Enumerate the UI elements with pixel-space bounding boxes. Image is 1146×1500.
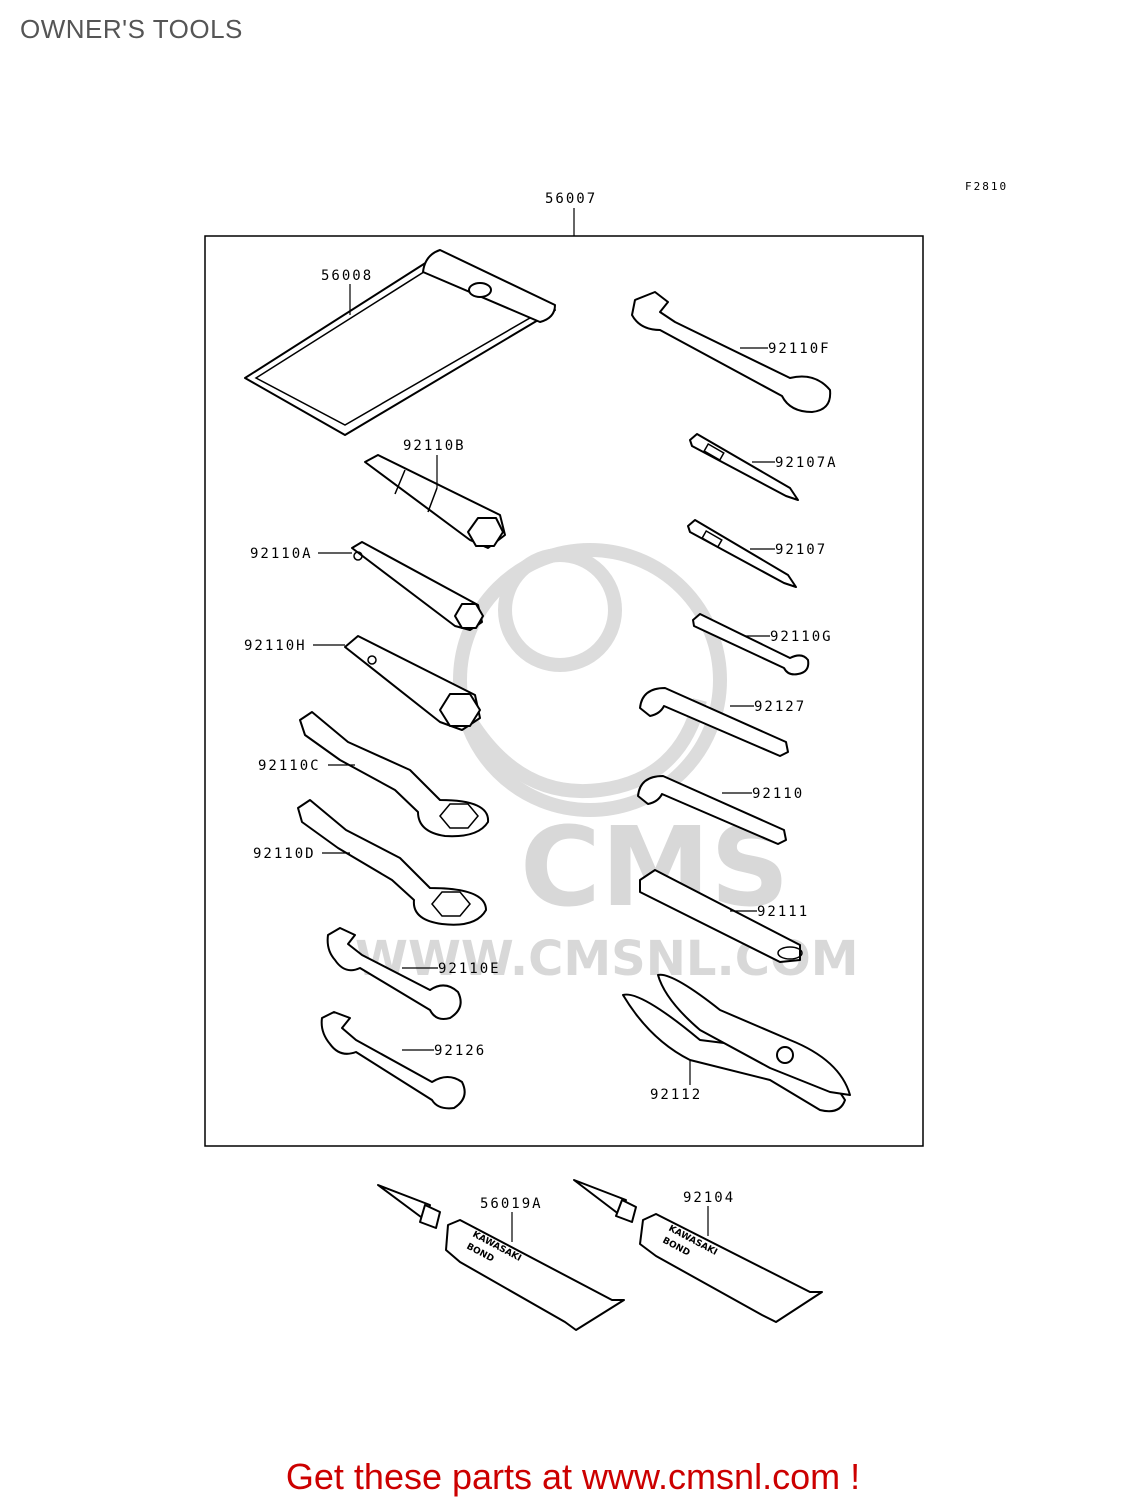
footer-cta[interactable]: Get these parts at www.cmsnl.com ! xyxy=(285,1456,861,1497)
label-92127: 92127 xyxy=(754,699,806,715)
screwdriver-92107a xyxy=(689,433,799,501)
label-92110a: 92110A xyxy=(250,546,313,562)
label-92110c: 92110C xyxy=(258,758,321,774)
label-92110e: 92110E xyxy=(438,961,501,977)
kit-label: 56007 xyxy=(545,191,597,207)
ring-spanner-92110c xyxy=(299,711,490,838)
label-92104: 92104 xyxy=(683,1190,735,1206)
box-wrench-92110a xyxy=(318,541,484,631)
tool-bag xyxy=(244,249,556,436)
page-title: OWNER'S TOOLS xyxy=(20,14,243,44)
handle-92111 xyxy=(639,869,803,963)
box-wrench-92110h xyxy=(313,635,481,731)
open-wrench-92110f xyxy=(631,291,832,413)
label-92126: 92126 xyxy=(434,1043,486,1059)
label-56008: 56008 xyxy=(321,268,373,284)
label-92112: 92112 xyxy=(650,1087,702,1103)
figure-code: F2810 xyxy=(965,180,1008,193)
open-wrench-92110e xyxy=(326,927,462,1020)
label-92110d: 92110D xyxy=(253,846,316,862)
label-92110h: 92110H xyxy=(244,638,307,654)
hex-key-92127 xyxy=(639,687,789,757)
kit-frame xyxy=(204,235,924,1147)
hex-key-92110 xyxy=(637,775,787,845)
small-wrench-92110g xyxy=(692,613,810,676)
label-92111: 92111 xyxy=(757,904,809,920)
screwdriver-92107 xyxy=(687,519,797,588)
pliers-92112 xyxy=(622,973,851,1113)
label-56019a: 56019A xyxy=(480,1196,543,1212)
label-92107: 92107 xyxy=(775,542,827,558)
label-92107a: 92107A xyxy=(775,455,838,471)
ring-spanner-92110d xyxy=(297,799,487,926)
label-92110b: 92110B xyxy=(403,438,466,454)
box-wrench-92110b xyxy=(364,454,506,549)
label-92110: 92110 xyxy=(752,786,804,802)
label-92110f: 92110F xyxy=(768,341,831,357)
label-92110g: 92110G xyxy=(770,629,833,645)
open-wrench-92126 xyxy=(320,1011,466,1110)
